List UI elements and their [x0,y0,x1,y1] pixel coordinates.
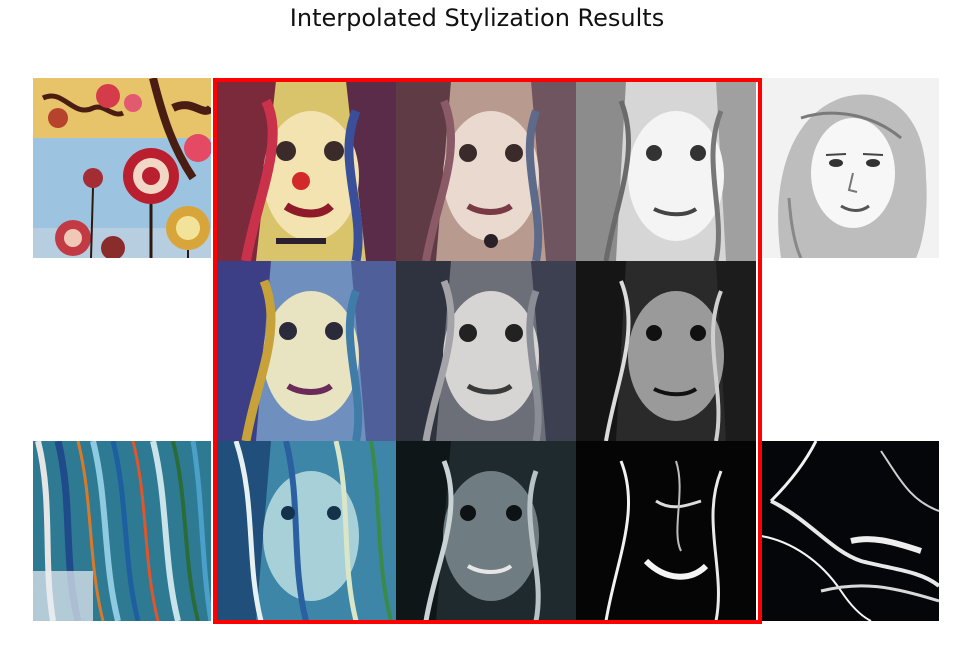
interpolated-result-r3c1 [216,441,396,621]
style-image-top-right [761,78,939,258]
interpolated-result-r2c1 [216,261,396,441]
interpolated-result-r3c3 [576,441,756,621]
interpolated-result-r2c3 [576,261,756,441]
figure-title: Interpolated Stylization Results [289,4,665,32]
interpolated-result-r1c1 [216,81,396,261]
style-image-bottom-left [33,441,211,621]
interpolated-result-r2c2 [396,261,576,441]
interpolated-result-r1c2 [396,81,576,261]
interpolated-result-r1c3 [576,81,756,261]
style-image-bottom-right [761,441,939,621]
interpolated-result-r3c2 [396,441,576,621]
style-image-top-left [33,78,211,258]
